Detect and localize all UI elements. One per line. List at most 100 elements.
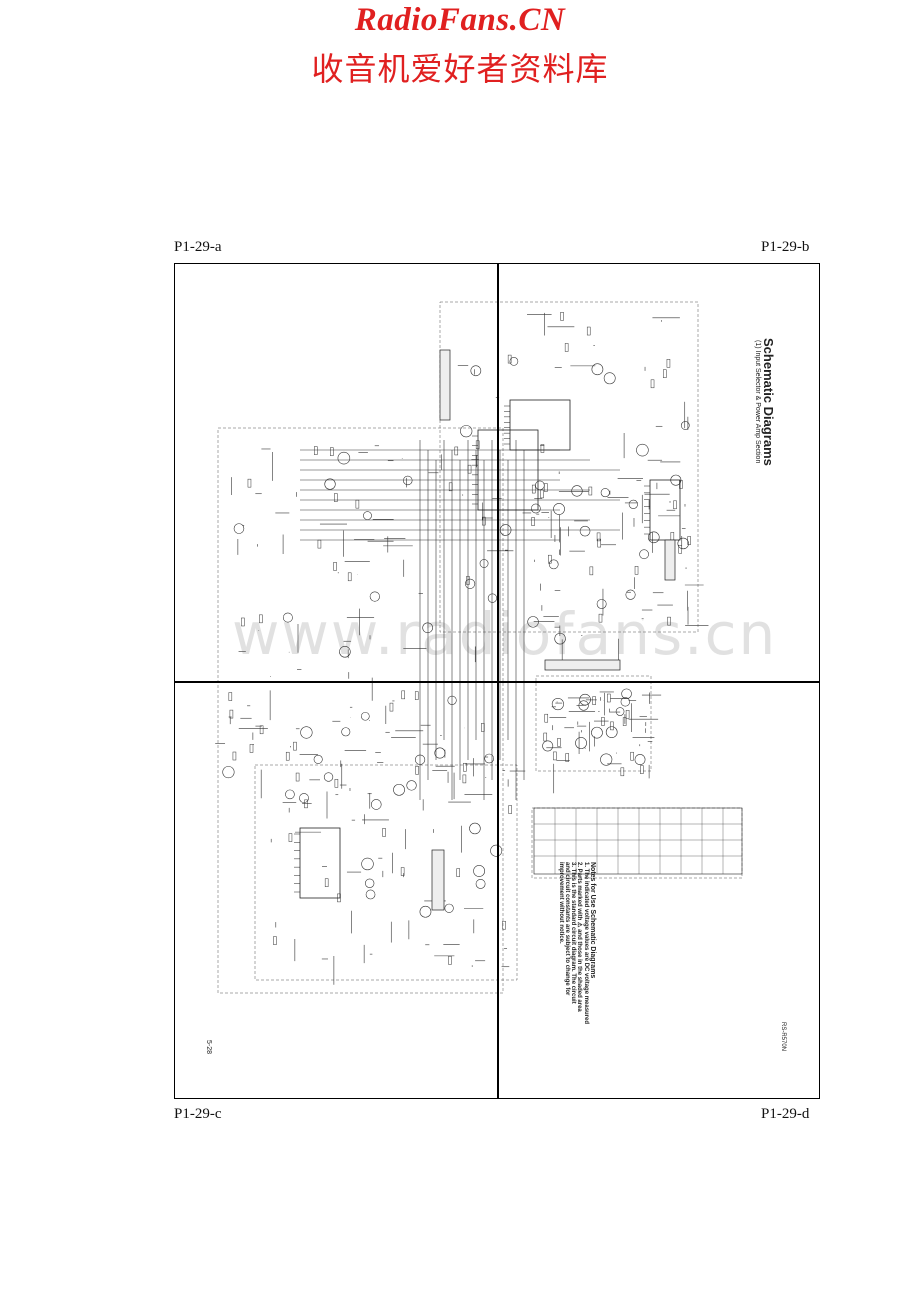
transistor-symbol [628,499,638,509]
resistor-symbol [586,326,591,336]
resistor-symbol [531,484,536,494]
transistor-symbol [600,488,610,498]
transistor-symbol [527,616,539,628]
transistor-symbol [542,740,554,752]
resistor-symbol [610,721,614,731]
transistor-symbol [313,754,323,764]
page-label-top-right: P1-29-b [761,239,810,255]
resistor-symbol [382,828,386,837]
resistor-symbol [324,878,329,887]
resistor-symbol [540,489,544,499]
quadrant-divider-horizontal [174,681,820,683]
resistor-symbol [634,566,639,575]
resistor-symbol [415,766,419,775]
resistor-symbol [531,517,535,526]
resistor-symbol [673,500,677,510]
resistor-symbol [597,538,601,548]
note-line-2: 2. Parts marked with ⚠ and those in the … [576,862,582,1012]
resistor-symbol [667,616,671,626]
resistor-symbol [247,478,252,488]
resistor-symbol [334,493,338,502]
transistor-symbol [222,766,235,779]
transistor-symbol [620,697,630,707]
resistor-symbol [401,690,405,700]
resistor-symbol [596,532,601,542]
notes-heading: Notes for Use Schematic Diagrams [589,862,596,979]
transistor-symbol [365,878,375,888]
transistor-symbol [339,646,351,658]
transistor-symbol [414,754,426,765]
resistor-symbol [540,444,545,453]
dashed-block-outline [217,427,504,994]
resistor-symbol [598,613,603,623]
transistor-symbol [422,622,433,634]
transistor-symbol [509,357,519,366]
transistor-symbol [369,591,380,602]
resistor-symbol [543,732,548,742]
resistor-symbol [228,692,233,701]
dashed-block-outline [535,675,652,772]
transistor-symbol [300,726,313,739]
resistor-symbol [295,772,300,782]
transistor-symbol [548,559,559,570]
resistor-symbol [630,751,634,761]
resistor-symbol [241,617,245,627]
resistor-symbol [589,566,594,576]
resistor-symbol [508,805,512,814]
resistor-symbol [544,483,548,492]
transistor-symbol [370,799,382,810]
resistor-symbol [259,614,263,624]
page-label-bottom-left: P1-29-c [174,1106,222,1122]
resistor-symbol [620,767,625,777]
document-code: RS-R570N [780,1022,786,1052]
schematic-section-label: (1) Input Selector & Power Amp Section [754,340,761,464]
transistor-symbol [579,693,591,706]
transistor-symbol [575,737,587,749]
resistor-symbol [663,369,667,378]
resistor-symbol [400,867,405,876]
resistor-symbol [304,799,308,809]
resistor-symbol [481,516,486,526]
transistor-symbol [365,889,376,900]
resistor-symbol [467,464,472,474]
transistor-symbol [596,599,607,609]
resistor-symbol [293,741,297,751]
ic-block [477,429,539,511]
transistor-symbol [299,793,309,803]
transistor-symbol [677,537,689,550]
resistor-symbol [564,343,569,352]
transistor-symbol [323,772,334,782]
transistor-symbol [337,451,351,465]
transistor-symbol [233,523,245,534]
resistor-symbol [389,702,394,712]
resistor-symbol [666,359,671,368]
site-logo-title: RadioFans.CN [354,2,566,38]
resistor-symbol [507,354,512,364]
transistor-symbol [419,905,432,918]
parts-table [533,807,743,875]
resistor-symbol [592,696,596,705]
transistor-symbol [615,707,625,716]
resistor-symbol [565,753,569,762]
resistor-symbol [330,447,334,456]
transistor-symbol [479,559,489,568]
resistor-symbol [317,539,322,549]
resistor-symbol [414,691,419,700]
transistor-symbol [341,727,351,737]
dashed-block-outline [254,764,518,981]
resistor-symbol [355,499,360,509]
page-label-top-left: P1-29-a [174,239,222,255]
transistor-symbol [406,780,417,791]
transistor-symbol [444,903,454,913]
transistor-symbol [680,421,690,430]
resistor-symbol [285,751,290,761]
transistor-symbol [285,789,295,800]
resistor-symbol [333,562,337,571]
transistor-symbol [363,511,372,520]
resistor-symbol [456,868,460,877]
transistor-symbol [636,443,649,457]
resistor-symbol [232,751,237,761]
resistor-symbol [463,762,467,772]
transistor-symbol [360,711,370,721]
note-line-3: 3. This is the standard circuit diagram.… [570,862,576,1004]
